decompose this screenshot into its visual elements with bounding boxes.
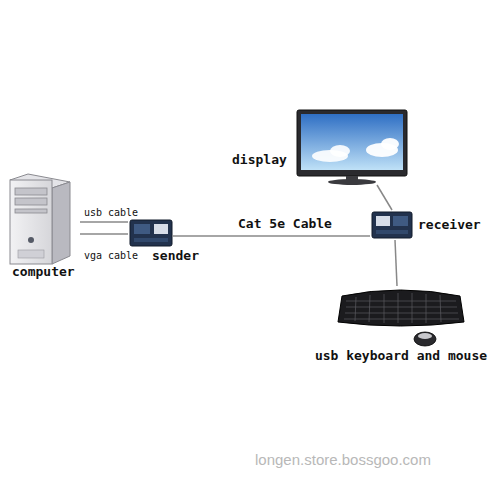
device-strip — [134, 238, 168, 242]
power-button — [28, 237, 34, 243]
cable-line — [80, 221, 128, 223]
cable-label: usb cable — [83, 207, 139, 219]
device-port — [376, 216, 390, 226]
monitor-screen — [301, 114, 403, 170]
keyboard-mouse — [338, 290, 464, 346]
node-label: computer — [12, 264, 75, 280]
key-grid — [344, 293, 459, 323]
keyboard-node: usb keyboard and mouse — [305, 286, 497, 364]
receiver-node: receiver — [370, 210, 482, 240]
key-column — [369, 295, 370, 322]
monitor-base — [328, 179, 376, 185]
watermark: longen.store.bossgoo.com — [255, 451, 431, 469]
cable-label: Cat 5e Cable — [237, 216, 333, 232]
monitor — [297, 110, 407, 185]
tower-front — [10, 180, 52, 264]
key-row — [344, 319, 459, 320]
cable-line — [395, 240, 397, 286]
drive-bay — [15, 209, 47, 213]
key-row — [346, 301, 456, 302]
computer-tower — [10, 174, 70, 264]
device-port — [154, 224, 168, 234]
cable-line — [80, 233, 128, 235]
cable-label: vga cable — [83, 250, 139, 262]
computer-node: computer — [8, 176, 80, 280]
node-label: receiver — [418, 217, 481, 233]
cloud — [330, 145, 350, 157]
key-column — [398, 293, 399, 323]
mouse-body — [414, 332, 436, 346]
node-label: usb keyboard and mouse — [305, 348, 497, 364]
device-port — [393, 216, 408, 226]
drive-bay — [15, 198, 47, 205]
tower-side — [52, 182, 70, 264]
front-grille — [18, 250, 44, 258]
device-body — [372, 212, 412, 238]
key-column — [412, 293, 413, 323]
sender-device — [130, 220, 200, 246]
device-strip — [376, 230, 408, 234]
cable-line — [377, 185, 392, 210]
key-column — [355, 297, 356, 321]
mouse-top — [418, 333, 432, 339]
key-column — [426, 294, 427, 323]
device-port — [134, 224, 150, 234]
device-body — [130, 220, 172, 246]
key-column — [440, 295, 441, 322]
cable-line — [200, 235, 370, 237]
cable-stub — [172, 235, 200, 237]
receiver-device — [372, 212, 412, 238]
node-label: sender — [152, 248, 199, 264]
node-label: display — [232, 152, 287, 168]
monitor-bezel — [297, 110, 407, 176]
keyboard-body — [338, 290, 464, 326]
key-row — [345, 313, 458, 314]
drive-bay — [15, 188, 47, 195]
cloud — [381, 138, 399, 150]
key-column — [384, 294, 385, 323]
display-node: display — [232, 108, 407, 185]
